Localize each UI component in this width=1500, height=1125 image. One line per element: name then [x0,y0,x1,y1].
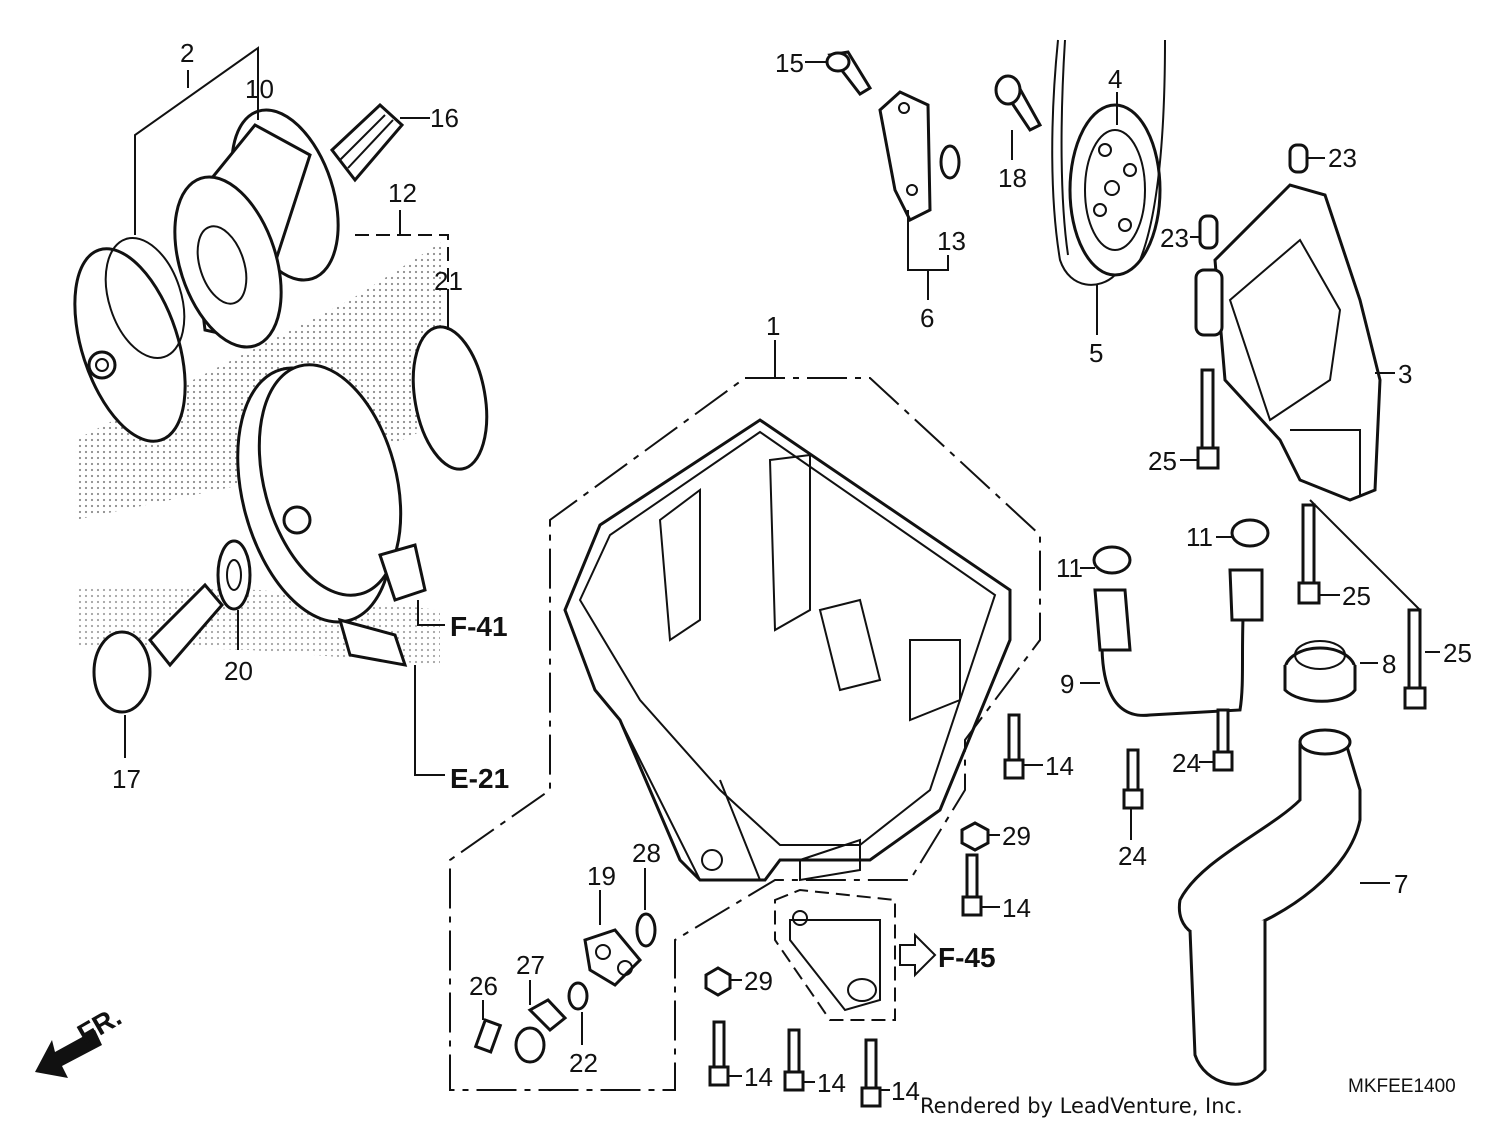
bracket-6 [878,90,932,223]
label-11-right: 11 [1186,522,1213,552]
bracket-plate [789,910,881,1012]
center-bolt-17 [92,582,224,714]
label-3: 3 [1398,359,1412,389]
bolt-24-a [1212,708,1234,772]
leader-lines [124,46,1440,1091]
drain-bolt-27 [514,998,568,1064]
bracket-dashed-box [774,888,896,1021]
ref-f41: F-41 [450,611,508,642]
oil-pan [563,418,1012,882]
label-16: 16 [430,103,459,133]
dowel-pin-23 [1198,143,1309,250]
bolt-25-a [1196,368,1220,470]
bolt-25-c [1403,608,1427,710]
oil-pipe-9 [1092,518,1270,717]
label-17: 17 [112,764,141,794]
label-23-top: 23 [1328,143,1357,173]
label-14-e: 14 [891,1076,920,1106]
label-29-a: 29 [1002,821,1031,851]
bolt-15 [825,50,873,96]
label-5: 5 [1089,338,1103,368]
label-27: 27 [516,950,545,980]
nut-29-b [704,966,732,997]
label-6: 6 [920,303,934,333]
label-25-left: 25 [1148,446,1177,476]
oil-pump [1194,183,1382,502]
drive-chain-5 [1051,39,1166,286]
label-19: 19 [587,861,616,891]
front-direction-marker: FR. [35,1000,127,1078]
label-9: 9 [1060,669,1074,699]
label-22: 22 [569,1048,598,1078]
oil-strainer-7 [1177,728,1362,1086]
label-8: 8 [1382,649,1396,679]
nut-29-a [960,821,990,852]
label-18: 18 [998,163,1027,193]
label-1: 1 [766,311,780,341]
o-ring-28 [635,912,657,948]
label-25-right: 25 [1443,638,1472,668]
label-2: 2 [180,38,194,68]
label-25-mid: 25 [1342,581,1371,611]
label-26: 26 [469,971,498,1001]
label-21: 21 [434,266,463,296]
oil-filter-element [173,108,340,349]
label-24-right: 24 [1172,748,1201,778]
oil-cooler-group-outline [355,234,449,320]
label-13: 13 [937,226,966,256]
label-14-c: 14 [744,1062,773,1092]
pump-sprocket-4 [1068,103,1162,277]
label-12: 12 [388,178,417,208]
label-28: 28 [632,838,661,868]
bolt-14-d [783,1028,805,1092]
label-11-left: 11 [1056,553,1083,583]
diagram-code: MKFEE1400 [1348,1076,1456,1097]
arrow-f45 [899,932,937,978]
label-14-b: 14 [1002,893,1031,923]
washer-20 [216,539,252,611]
label-14-d: 14 [817,1068,846,1098]
collar-13 [939,144,961,180]
oil-pan-group-outline [449,377,1041,1091]
strainer-seal-8 [1283,640,1357,703]
washer-22 [567,981,589,1011]
oil-filter-cap [73,236,187,443]
bolt-14-c [708,1020,730,1087]
bolt-26 [473,1018,503,1054]
label-10: 10 [245,74,274,104]
label-14-a: 14 [1045,751,1074,781]
ref-f45: F-45 [938,942,996,973]
o-ring-21 [411,325,489,471]
oil-cooler [236,363,427,667]
bolt-14-b [961,853,983,917]
bolt-24-b [1122,748,1144,810]
label-15: 15 [775,48,804,78]
label-20: 20 [224,656,253,686]
bolt-14-a [1003,713,1025,780]
label-4: 4 [1108,64,1122,94]
ref-e21: E-21 [450,763,509,794]
gasket-19 [583,928,643,987]
render-credit: Rendered by LeadVenture, Inc. [920,1094,1243,1118]
bolt-18 [994,74,1043,132]
bolt-25-b [1297,503,1321,605]
bolt-14-e [860,1038,882,1108]
union-bolt-16 [329,102,405,183]
label-23-left: 23 [1160,223,1189,253]
label-7: 7 [1394,869,1408,899]
label-24-bottom: 24 [1118,841,1147,871]
label-29-b: 29 [744,966,773,996]
